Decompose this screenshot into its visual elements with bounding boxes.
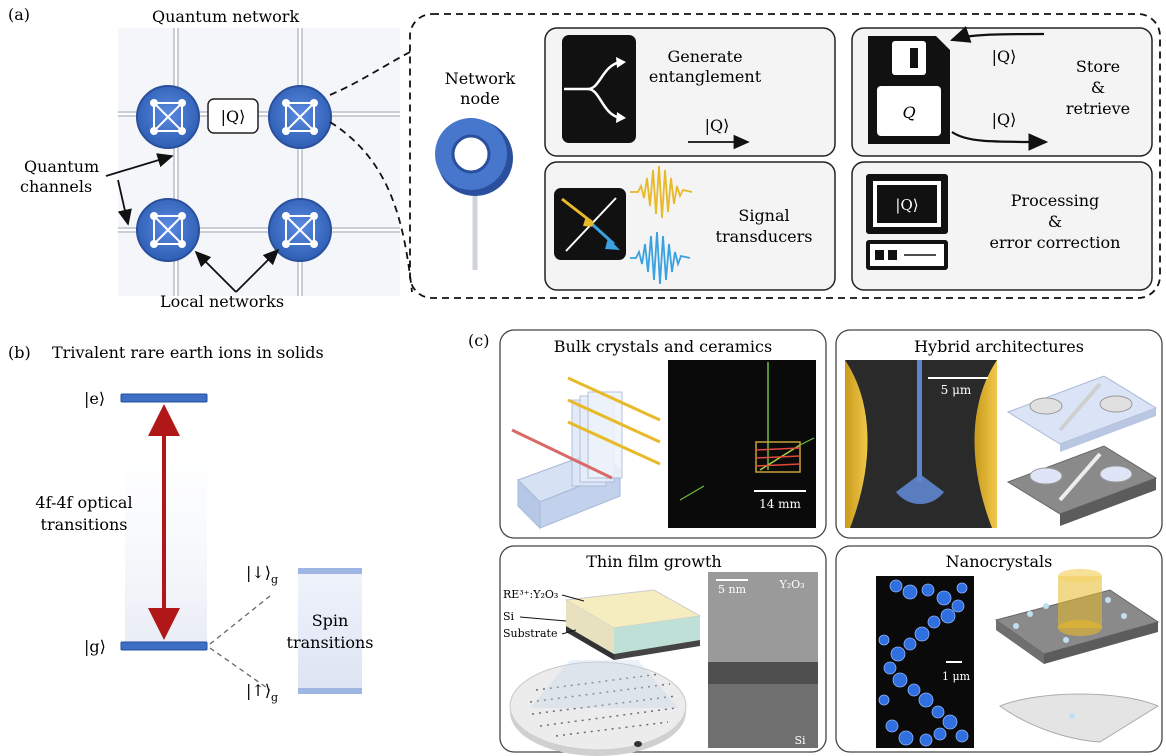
- local-arrow-left: [194, 250, 237, 293]
- optical-wave-packet: [630, 165, 693, 219]
- panel-c-label: (c): [468, 331, 489, 350]
- thin-film-stack: [564, 589, 702, 660]
- quantum-channels-label-1: Quantum: [24, 157, 99, 176]
- store-line-1: Store: [1076, 57, 1120, 76]
- entanglement-line-2: entanglement: [649, 67, 762, 86]
- processing-line-1: Processing: [1011, 191, 1100, 210]
- store-ket-bottom: |Q⟩: [992, 110, 1017, 129]
- processing-line-2: &: [1048, 212, 1062, 231]
- computer-icon: [866, 174, 948, 270]
- network-node-label-2: node: [460, 89, 500, 108]
- optical-transition-label-1: 4f-4f optical: [35, 493, 132, 512]
- local-arrow-right: [235, 248, 280, 293]
- tem-top-label: Y₂O₃: [778, 578, 804, 591]
- hybrid-scale-label: 5 μm: [941, 383, 972, 397]
- spin-up-label: |↑⟩g: [246, 681, 278, 704]
- network-node-bottom-left: [136, 198, 200, 262]
- thin-film-layer-1: RE³⁺:Y₂O₃: [503, 588, 558, 601]
- network-node-label-1: Network: [445, 69, 516, 88]
- hybrid-device-schematic: [1006, 375, 1158, 526]
- spin-down-label: |↓⟩g: [246, 563, 278, 586]
- spin-transition-label-2: transitions: [287, 633, 374, 652]
- tem-bottom-label: Si: [794, 734, 806, 747]
- ground-state-label: |g⟩: [84, 637, 106, 656]
- thin-film-layer-3: Substrate: [503, 627, 557, 640]
- screen-ket: |Q⟩: [895, 196, 918, 214]
- spin-background: [298, 572, 362, 692]
- bulk-scale-label: 14 mm: [759, 497, 801, 511]
- qubit-state-ket: |Q⟩: [221, 107, 246, 126]
- bulk-crystal-schematic: [511, 376, 661, 530]
- zoom-line-lower: [329, 121, 413, 293]
- bulk-crystals-title: Bulk crystals and ceramics: [554, 337, 772, 356]
- network-node-top-right: [268, 85, 332, 149]
- floppy-disk-icon: [868, 36, 950, 144]
- spin-split-line-upper: [209, 595, 271, 645]
- store-ket-top: |Q⟩: [992, 47, 1017, 66]
- store-input-arrow: [949, 26, 1045, 43]
- local-networks-label: Local networks: [160, 292, 284, 311]
- spin-up-level: [298, 688, 362, 694]
- microwave-wave-packet: [630, 231, 691, 285]
- excited-level: [120, 393, 208, 403]
- transducer-line-2: transducers: [716, 227, 813, 246]
- spin-split-line-lower: [209, 647, 271, 691]
- thin-film-layer-2: Si: [503, 610, 515, 623]
- panel-b-title: Trivalent rare earth ions in solids: [52, 343, 324, 362]
- disk-letter: Q: [902, 103, 915, 122]
- channel-arrow-upper: [105, 153, 174, 177]
- nanocrystal-particles: [878, 579, 969, 747]
- optical-transition-label-2: transitions: [41, 515, 128, 534]
- channel-arrow-lower: [117, 179, 132, 226]
- processing-line-3: error correction: [990, 233, 1121, 252]
- thin-film-title: Thin film growth: [586, 552, 721, 571]
- quantum-network-title: Quantum network: [152, 7, 299, 26]
- spin-transition-label-1: Spin: [312, 611, 349, 630]
- bulk-crystal-photo: [668, 360, 816, 528]
- entanglement-ket: |Q⟩: [705, 116, 730, 135]
- transducer-line-1: Signal: [738, 206, 789, 225]
- nanocrystal-cavity-schematic: [994, 569, 1160, 743]
- quantum-channels-label-2: channels: [20, 177, 92, 196]
- store-line-3: retrieve: [1066, 99, 1130, 118]
- retrieve-output-arrow: [951, 131, 1049, 151]
- panel-b-label: (b): [8, 343, 31, 362]
- ground-level: [120, 641, 208, 651]
- spin-down-level: [298, 568, 362, 574]
- thin-film-wafer: [509, 660, 687, 756]
- network-node-bottom-right: [268, 198, 332, 262]
- panel-a-label: (a): [8, 5, 30, 24]
- qubit-state-box: [207, 98, 259, 134]
- store-line-2: &: [1091, 78, 1105, 97]
- network-node-top-left: [136, 85, 200, 149]
- excited-state-label: |e⟩: [84, 389, 105, 408]
- entanglement-line-1: Generate: [667, 47, 742, 66]
- tem-scale-label: 5 nm: [718, 583, 747, 596]
- network-node-ring-icon: [435, 118, 513, 196]
- nano-scale-label: 1 μm: [942, 670, 971, 683]
- hybrid-title: Hybrid architectures: [914, 337, 1084, 356]
- nanocrystals-title: Nanocrystals: [946, 552, 1053, 571]
- network-node-detail-frame: [409, 13, 1161, 299]
